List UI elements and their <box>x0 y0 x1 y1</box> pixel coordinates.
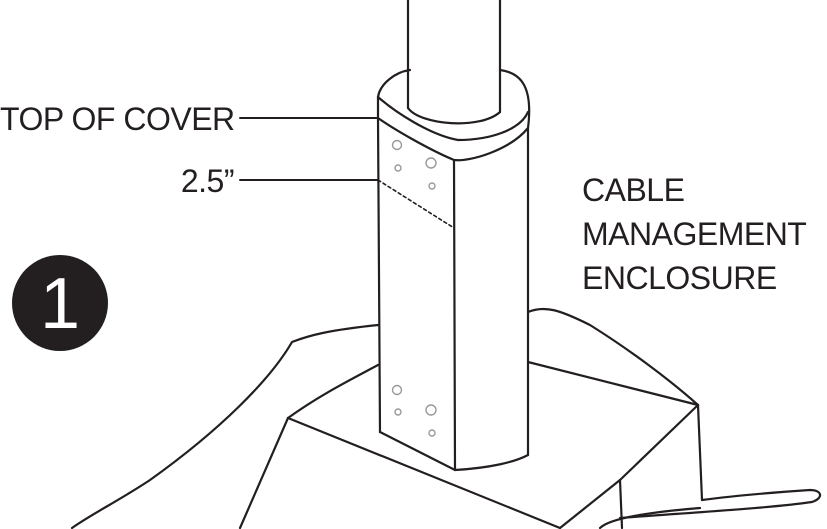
enclosure-label-line3: ENCLOSURE <box>582 260 777 296</box>
enclosure-inner-rim <box>376 95 530 142</box>
enclosure-left-edge <box>376 116 382 434</box>
base-top-face-right <box>526 360 700 407</box>
enclosure-label-line1: CABLE <box>582 172 685 208</box>
pole-bottom <box>406 106 502 125</box>
step-number-badge: 1 <box>12 255 108 351</box>
mount-cable-bottom <box>598 506 702 529</box>
base-right-outline <box>526 307 700 407</box>
enclosure-label: CABLE MANAGEMENT ENCLOSURE <box>582 168 807 300</box>
enclosure-bottom <box>378 430 530 472</box>
base-side-step <box>618 478 624 529</box>
enclosure-center-edge <box>452 158 457 472</box>
base-outline <box>70 323 380 529</box>
base-top-face <box>286 363 380 420</box>
step-number: 1 <box>39 264 81 344</box>
screw-holes-top <box>391 139 437 190</box>
enclosure-label-line2: MANAGEMENT <box>582 216 807 252</box>
base-right-side <box>696 403 704 502</box>
base-front-left <box>238 416 290 529</box>
base-front-edge <box>286 416 562 529</box>
screw-holes-bottom <box>391 384 437 437</box>
measure-dashed-line <box>377 179 455 229</box>
mount-cable-right <box>618 488 822 520</box>
top-of-cover-label: TOP OF COVER <box>0 101 235 137</box>
measurement-label: 2.5” <box>180 163 235 199</box>
